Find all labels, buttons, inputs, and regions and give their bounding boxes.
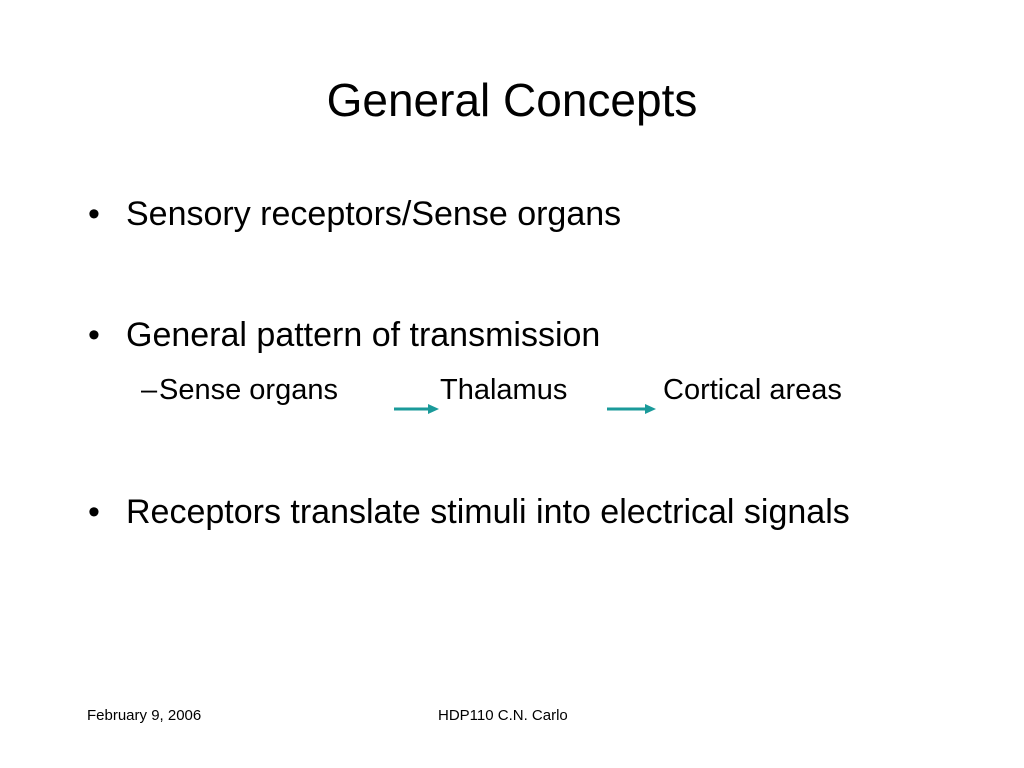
step-thalamus: Thalamus [440,374,568,406]
bullet-marker: • [88,195,100,233]
bullet-text: General pattern of transmission [126,316,601,354]
arrow-right-icon [394,404,439,414]
bullet-marker: • [88,493,100,531]
bullet-item: • General pattern of transmission [88,313,918,357]
footer-course: HDP110 C.N. Carlo [438,707,568,724]
bullet-marker: • [88,316,100,354]
footer-date: February 9, 2006 [87,707,202,724]
bullet-text: Receptors translate stimuli into electri… [126,493,850,531]
sub-bullet-prefix: – [141,374,158,406]
bullet-text: Sensory receptors/Sense organs [126,195,622,233]
bullet-item: • Sensory receptors/Sense organs [88,192,918,236]
step-sense-organs: Sense organs [159,374,338,406]
step-cortical-areas: Cortical areas [663,374,842,406]
slide-title: General Concepts [326,74,698,126]
arrow-right-icon [607,404,656,414]
bullet-item: • Receptors translate stimuli into elect… [88,490,918,534]
